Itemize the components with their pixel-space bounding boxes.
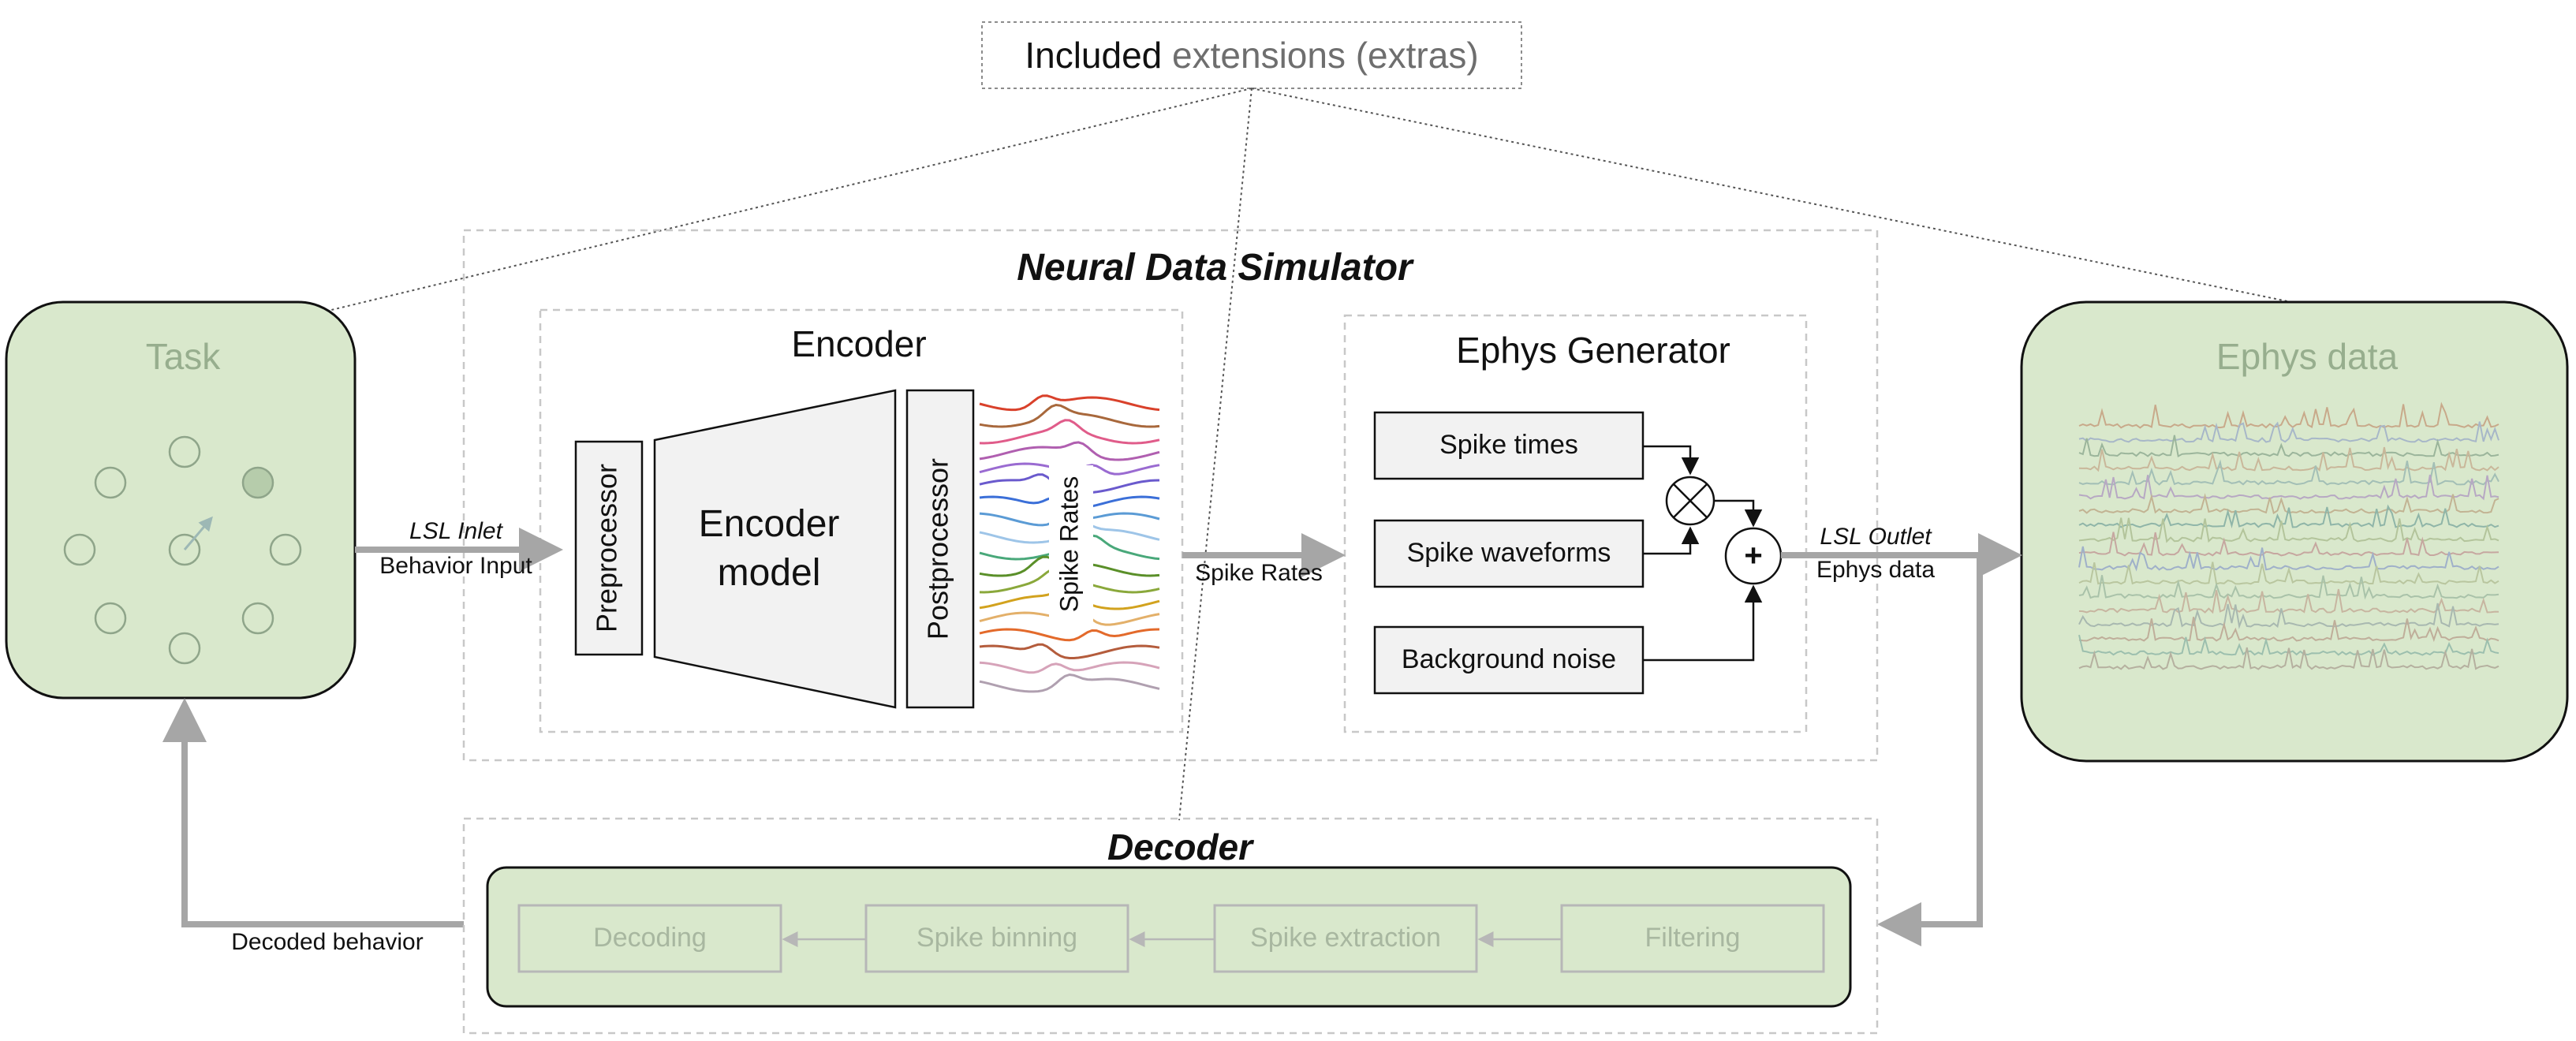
- legend-included-text: Included: [1025, 35, 1162, 76]
- decoder-stage-spike-extraction: Spike extraction: [1213, 904, 1478, 973]
- spike-rates-vertical-label: Spike Rates: [1055, 476, 1083, 613]
- spike-rates-label: Spike Rates: [1195, 560, 1323, 586]
- ephys-trace: [2078, 588, 2499, 614]
- encoder-model-box: Encoder model: [653, 389, 897, 709]
- spike-waveforms-label: Spike waveforms: [1407, 538, 1611, 568]
- ephys-trace: [2078, 617, 2499, 643]
- simulator-container: [462, 229, 1879, 762]
- decoded-behavior-label: Decoded behavior: [231, 929, 424, 955]
- decoder-title: Decoder: [1107, 826, 1254, 868]
- ephys-trace: [2078, 421, 2499, 443]
- spike-binning-label: Spike binning: [917, 923, 1077, 953]
- postprocessor-box: Postprocessor: [905, 389, 975, 709]
- simulator-title: Neural Data Simulator: [1017, 247, 1414, 289]
- behavior-input-label: Behavior Input: [379, 553, 532, 579]
- preprocessor-label: Preprocessor: [591, 464, 623, 632]
- pointer-to-decoder: [1178, 88, 1253, 821]
- extension-pointer-lines: [177, 88, 2288, 821]
- ephys-trace: [2078, 504, 2499, 529]
- ephys-traces: [2078, 401, 2499, 670]
- spike-waveforms-box: Spike waveforms: [1373, 519, 1645, 588]
- ephys-trace: [2078, 401, 2499, 429]
- spike-rate-trace: [979, 403, 1160, 428]
- spike-rate-trace: [979, 394, 1160, 412]
- spike-times-to-multiply: [1643, 445, 1700, 476]
- ephys-trace: [2078, 532, 2499, 557]
- spike-times-label: Spike times: [1439, 430, 1578, 460]
- waveforms-to-multiply: [1643, 526, 1700, 555]
- ephys-data-title: Ephys data: [2216, 336, 2399, 377]
- task-targets: [63, 435, 302, 665]
- task-title: Task: [146, 336, 222, 377]
- legend-extensions-text: extensions (extras): [1172, 35, 1479, 76]
- decoder-container: [462, 817, 1879, 1035]
- postprocessor-label: Postprocessor: [922, 458, 954, 640]
- ephys-trace: [2078, 562, 2499, 585]
- decoder-panel: [486, 866, 1852, 1008]
- spike-rate-trace: [979, 419, 1160, 445]
- spike-rate-trace: [979, 643, 1160, 659]
- ephys-generator-container: [1343, 314, 1808, 733]
- encoder-title: Encoder: [791, 323, 926, 364]
- spike-rate-trace: [979, 628, 1160, 642]
- ephys-to-decoder-arrow: [1877, 555, 1983, 946]
- encoder-model-label-line1: Encoder: [699, 503, 840, 545]
- generator-connectors: [1643, 445, 1763, 662]
- spike-rate-trace: [979, 441, 1160, 461]
- ephys-trace: [2078, 446, 2499, 472]
- spike-rate-trace: [979, 661, 1160, 674]
- lsl-outlet-label: LSL Outlet: [1820, 524, 1932, 550]
- spike-rates-label-bg: [1049, 465, 1093, 623]
- extensions-legend: Included extensions (extras): [981, 21, 1522, 89]
- ephys-generator-title: Ephys Generator: [1456, 330, 1730, 371]
- ephys-trace: [2078, 634, 2499, 656]
- ephys-trace: [2078, 493, 2499, 515]
- spike-extraction-label: Spike extraction: [1250, 923, 1441, 953]
- add-symbol: +: [1744, 539, 1762, 573]
- spike-times-box: Spike times: [1373, 411, 1645, 480]
- ephys-data-panel: Ephys data: [2020, 300, 2569, 763]
- ephys-trace: [2078, 647, 2499, 670]
- multiply-node: [1665, 476, 1715, 526]
- background-noise-label: Background noise: [1402, 644, 1616, 674]
- lsl-inlet-label: LSL Inlet: [409, 518, 504, 544]
- decoded-behavior-arrow: [162, 698, 464, 927]
- preprocessor-box: Preprocessor: [574, 440, 644, 656]
- ephys-trace: [2078, 575, 2499, 600]
- encoder-container: [539, 308, 1184, 733]
- ephys-trace: [2078, 517, 2499, 543]
- task-panel: Task: [5, 300, 357, 700]
- ephys-trace: [2078, 435, 2499, 458]
- cursor-arrow-icon: [183, 516, 213, 550]
- ephys-trace: [2078, 474, 2499, 501]
- decoding-label: Decoding: [593, 923, 707, 953]
- decoder-stage-decoding: Decoding: [517, 904, 782, 973]
- pointer-to-task: [177, 88, 1253, 348]
- svg-text:Included extensions (ext: Included extensions (extras): [1025, 35, 1478, 76]
- add-node: +: [1724, 527, 1783, 585]
- main-flow-arrows: [162, 528, 2022, 946]
- ephys-trace: [2078, 603, 2499, 629]
- multiply-to-add: [1714, 499, 1763, 528]
- spike-rate-trace: [979, 673, 1160, 693]
- noise-to-add: [1643, 584, 1763, 662]
- filtering-label: Filtering: [1645, 923, 1741, 953]
- encoder-model-label-line2: model: [718, 552, 821, 594]
- background-noise-box: Background noise: [1373, 625, 1645, 695]
- ephys-data-connection-label: Ephys data: [1816, 557, 1935, 583]
